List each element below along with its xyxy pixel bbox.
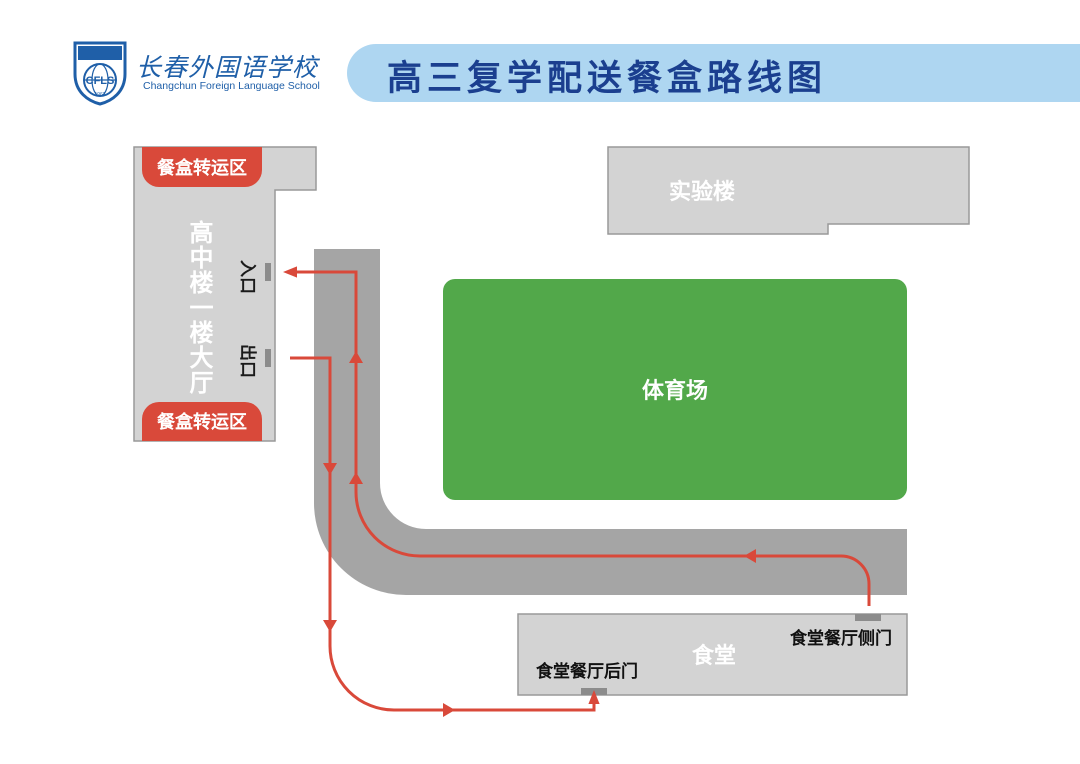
- stadium: [443, 279, 907, 500]
- route-outbound-arrow-3: [443, 703, 455, 717]
- lab-building: [607, 146, 970, 235]
- main-building-label: 高中楼一楼大厅: [185, 219, 213, 395]
- stadium-label: 体育场: [642, 378, 708, 404]
- route-outbound-arrow-2: [323, 620, 337, 632]
- route-outbound-arrow-1: [323, 463, 337, 475]
- road: [314, 249, 907, 595]
- title-banner: [347, 44, 1080, 102]
- school-logo: CFLS 1963: [73, 41, 127, 106]
- school-name-cn: 长春外国语学校: [136, 53, 319, 82]
- route-inbound-arrow-3: [349, 351, 363, 363]
- entrance-door: [265, 263, 271, 281]
- transfer-zone-top-label: 餐盒转运区: [156, 157, 247, 179]
- logo-year: 1963: [94, 92, 105, 98]
- transfer-zone-bottom-label: 餐盒转运区: [156, 411, 247, 433]
- canteen: [517, 613, 908, 696]
- main-building: [133, 146, 317, 442]
- route-inbound-arrow-2: [349, 472, 363, 484]
- lab-building-label: 实验楼: [669, 179, 735, 205]
- exit-door: [265, 349, 271, 367]
- school-name-en: Changchun Foreign Language School: [143, 80, 320, 92]
- route-inbound-arrow-1: [744, 549, 756, 563]
- route-inbound: [283, 266, 871, 606]
- canteen-label: 食堂: [692, 643, 736, 669]
- entrance-label: 入口: [237, 260, 257, 294]
- route-outbound: [290, 356, 600, 712]
- logo-text: CFLS: [86, 75, 115, 87]
- canteen-back-door: [581, 688, 607, 695]
- canteen-back-door-label: 食堂餐厅后门: [536, 661, 638, 682]
- exit-label: 出口: [237, 344, 258, 378]
- page-title: 高三复学配送餐盒路线图: [387, 59, 828, 99]
- transfer-zone-bottom: [142, 402, 262, 441]
- canteen-side-door: [855, 614, 881, 621]
- transfer-zone-top: [142, 147, 262, 187]
- canteen-side-door-label: 食堂餐厅侧门: [790, 628, 892, 649]
